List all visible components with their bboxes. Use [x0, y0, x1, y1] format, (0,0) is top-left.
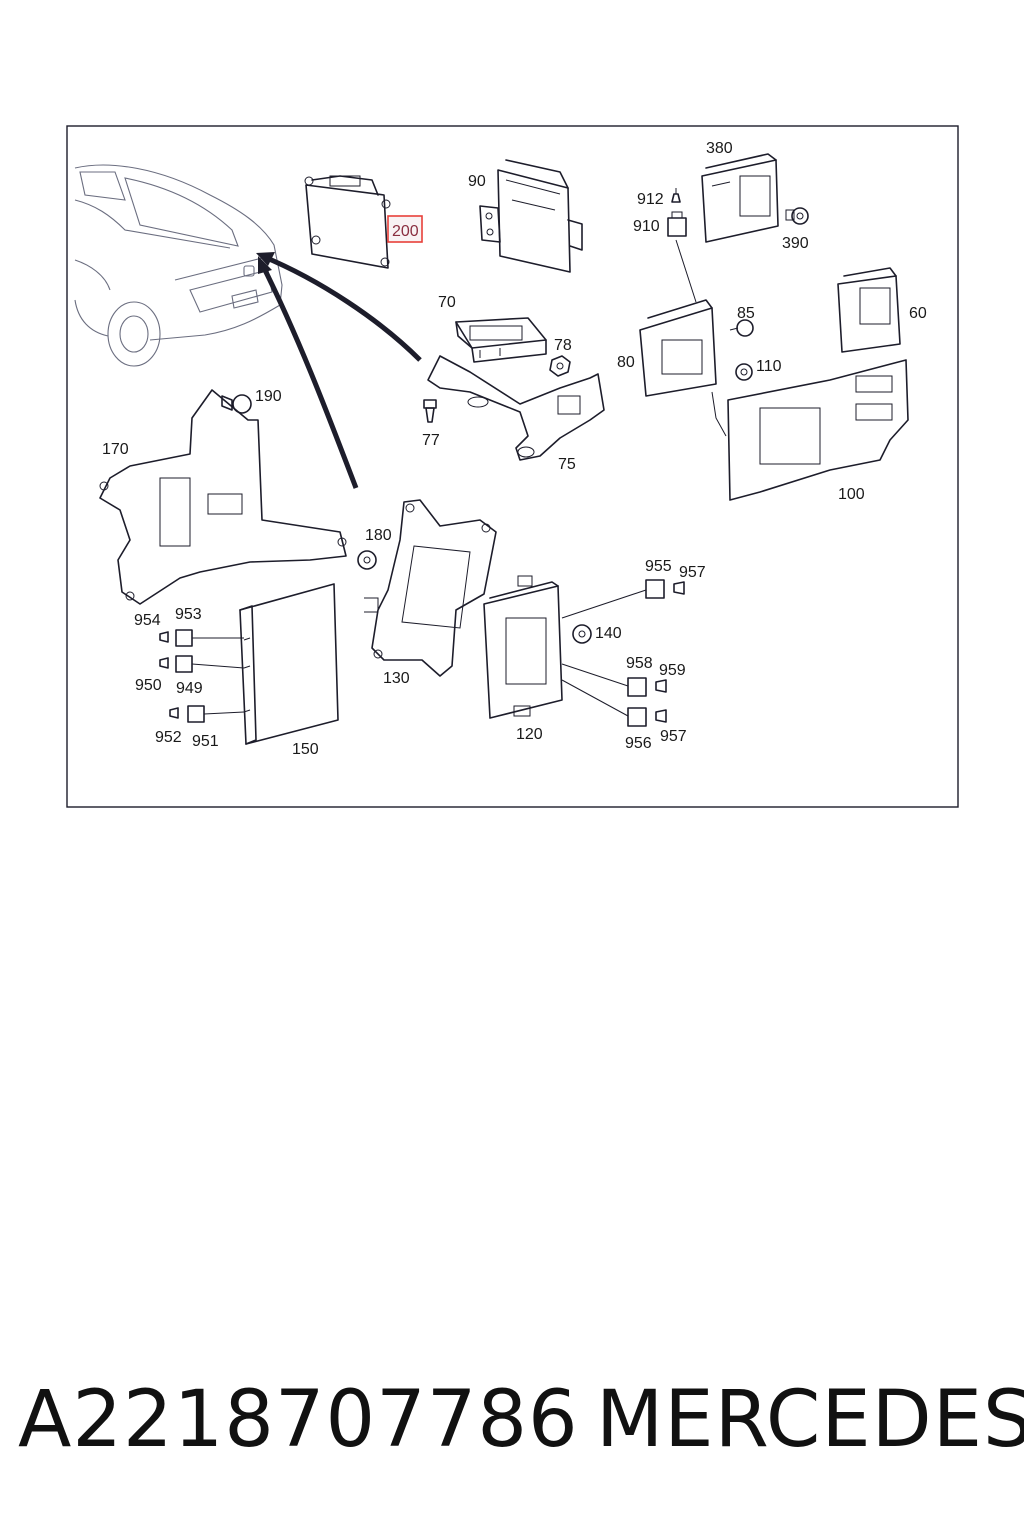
callout-954[interactable]: 954 [134, 612, 161, 629]
part-number: A2218707786 [18, 1375, 579, 1465]
callout-957-bottom[interactable]: 957 [660, 728, 687, 745]
part-150-control-unit [239, 583, 339, 745]
callout-952[interactable]: 952 [155, 729, 182, 746]
callout-60[interactable]: 60 [909, 305, 927, 322]
callout-85[interactable]: 85 [737, 305, 755, 322]
callout-78[interactable]: 78 [554, 337, 572, 354]
part-949-954-connectors [159, 629, 245, 723]
part-140-nut [572, 624, 592, 644]
part-200-control-unit [304, 175, 391, 269]
part-100-carrier [711, 359, 909, 501]
callout-170[interactable]: 170 [102, 441, 129, 458]
callout-75[interactable]: 75 [558, 456, 576, 473]
location-arrows [256, 252, 422, 489]
brand-name: MERCEDES [596, 1375, 1024, 1465]
part-85-screw [729, 319, 754, 337]
callout-912[interactable]: 912 [637, 191, 664, 208]
callout-labels: 200 90 380 912 910 390 70 78 85 60 80 11… [102, 140, 927, 758]
parts-diagram: 200 90 380 912 910 390 70 78 85 60 80 11… [66, 125, 959, 808]
part-110-nut [735, 363, 753, 381]
callout-200[interactable]: 200 [392, 223, 419, 240]
callout-958[interactable]: 958 [626, 655, 653, 672]
callout-120[interactable]: 120 [516, 726, 543, 743]
callout-955[interactable]: 955 [645, 558, 672, 575]
callout-70[interactable]: 70 [438, 294, 456, 311]
callout-953[interactable]: 953 [175, 606, 202, 623]
callout-130[interactable]: 130 [383, 670, 410, 687]
part-caption: A2218707786 MERCEDES [0, 1370, 1024, 1470]
part-955-959-connectors [561, 579, 685, 727]
part-120-control-unit [483, 575, 563, 719]
part-60-module [837, 267, 901, 353]
part-78-nut [549, 355, 571, 377]
callout-80[interactable]: 80 [617, 354, 635, 371]
part-70-module [455, 317, 547, 363]
part-380-module [701, 153, 779, 243]
callout-100[interactable]: 100 [838, 486, 865, 503]
part-912-910-connectors [667, 188, 687, 237]
callout-110[interactable]: 110 [756, 358, 782, 375]
part-90-control-unit [479, 159, 583, 273]
vehicle-outline [74, 164, 283, 367]
callout-150[interactable]: 150 [292, 741, 319, 758]
part-130-bracket [364, 499, 497, 677]
callout-959[interactable]: 959 [659, 662, 686, 679]
callout-140[interactable]: 140 [595, 625, 622, 642]
callout-190[interactable]: 190 [255, 388, 282, 405]
callout-90[interactable]: 90 [468, 173, 486, 190]
callout-390[interactable]: 390 [782, 235, 809, 252]
callout-957-top[interactable]: 957 [679, 564, 706, 581]
callout-910[interactable]: 910 [633, 218, 660, 235]
part-75-bracket [427, 355, 605, 461]
part-180-nut [357, 550, 377, 570]
part-77-screw [423, 399, 437, 423]
callout-180[interactable]: 180 [365, 527, 392, 544]
callout-950[interactable]: 950 [135, 677, 162, 694]
highlight-box-200 [387, 215, 423, 243]
callout-77[interactable]: 77 [422, 432, 440, 449]
callout-956[interactable]: 956 [625, 735, 652, 752]
diagram-frame [66, 125, 959, 808]
part-170-bracket [99, 389, 347, 605]
part-190-bolt [221, 394, 252, 414]
callout-949[interactable]: 949 [176, 680, 203, 697]
callout-380[interactable]: 380 [706, 140, 733, 157]
callout-951[interactable]: 951 [192, 733, 219, 750]
part-390-plug [785, 207, 809, 225]
part-80-module [639, 239, 717, 397]
